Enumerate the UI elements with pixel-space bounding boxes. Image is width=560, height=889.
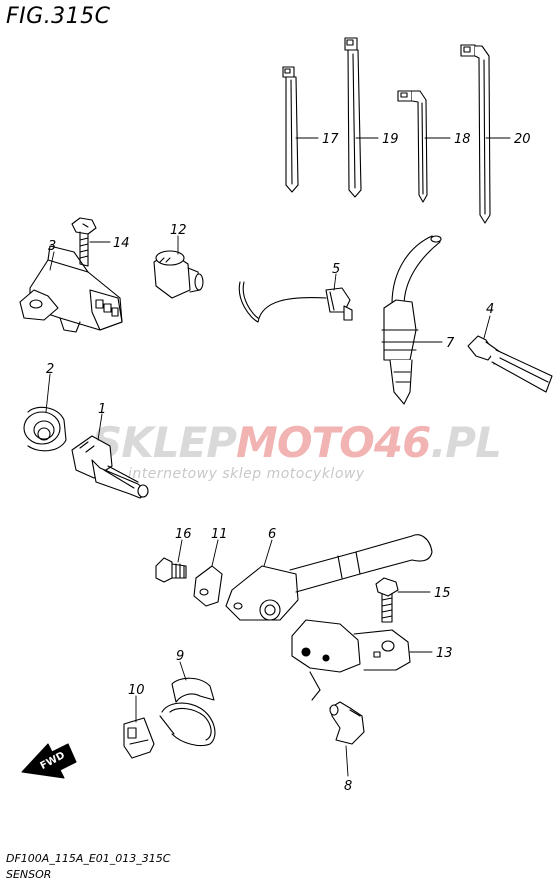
callout-13: 13 [436, 646, 453, 661]
cable-tie-19 [344, 37, 362, 198]
callout-20: 20 [514, 132, 531, 147]
callout-1: 1 [98, 402, 106, 417]
watermark-brand: SKLEPMOTO46.PL [92, 418, 502, 467]
footer-section-name: SENSOR [6, 868, 52, 881]
watermark-tagline: internetowy sklep motocyklowy [128, 466, 365, 482]
sensor-8 [329, 701, 365, 745]
grommet-2 [23, 406, 67, 452]
sensor-4 [467, 335, 553, 393]
bracket-11 [193, 565, 223, 607]
callout-10: 10 [128, 683, 145, 698]
figure-title: FIG.315C [6, 4, 111, 29]
callout-numbers: 17 19 18 20 3 14 12 5 7 4 2 1 16 11 6 15… [46, 132, 531, 794]
map-sensor-3 [19, 245, 123, 333]
footer-diagram-code: DF100A_115A_E01_013_315C [6, 852, 171, 865]
o2-sensor-7 [381, 235, 442, 405]
callout-14: 14 [113, 236, 130, 251]
bolt-16 [155, 557, 187, 583]
callout-18: 18 [454, 132, 471, 147]
callout-15: 15 [434, 586, 451, 601]
clip-10 [123, 717, 155, 759]
cable-tie-20 [460, 44, 491, 224]
callout-19: 19 [382, 132, 399, 147]
leader-lines [45, 137, 511, 777]
clamp-9 [159, 677, 216, 747]
bracket-13 [291, 619, 411, 701]
watermark-brand-part3: .PL [430, 418, 501, 467]
bolt-15 [375, 577, 399, 623]
callout-8: 8 [344, 779, 352, 794]
cable-tie-18 [397, 90, 428, 203]
bolt-14 [71, 217, 97, 267]
sensor-5 [238, 281, 353, 323]
callout-2: 2 [46, 362, 54, 377]
watermark-brand-part1: SKLEP [92, 418, 237, 467]
sensor-12 [153, 250, 204, 299]
cable-tie-17 [282, 66, 299, 193]
callout-12: 12 [170, 223, 187, 238]
callout-3: 3 [48, 239, 56, 254]
fwd-arrow: FWD [21, 743, 77, 779]
callout-5: 5 [332, 262, 340, 277]
callout-6: 6 [268, 527, 276, 542]
callout-7: 7 [446, 336, 455, 351]
sensor-1 [71, 435, 149, 499]
callout-17: 17 [322, 132, 339, 147]
sensor-6 [225, 534, 433, 621]
callout-4: 4 [486, 302, 494, 317]
callout-16: 16 [175, 527, 192, 542]
watermark-brand-part2: MOTO46 [236, 418, 431, 467]
callout-9: 9 [176, 649, 184, 664]
callout-11: 11 [211, 527, 228, 542]
